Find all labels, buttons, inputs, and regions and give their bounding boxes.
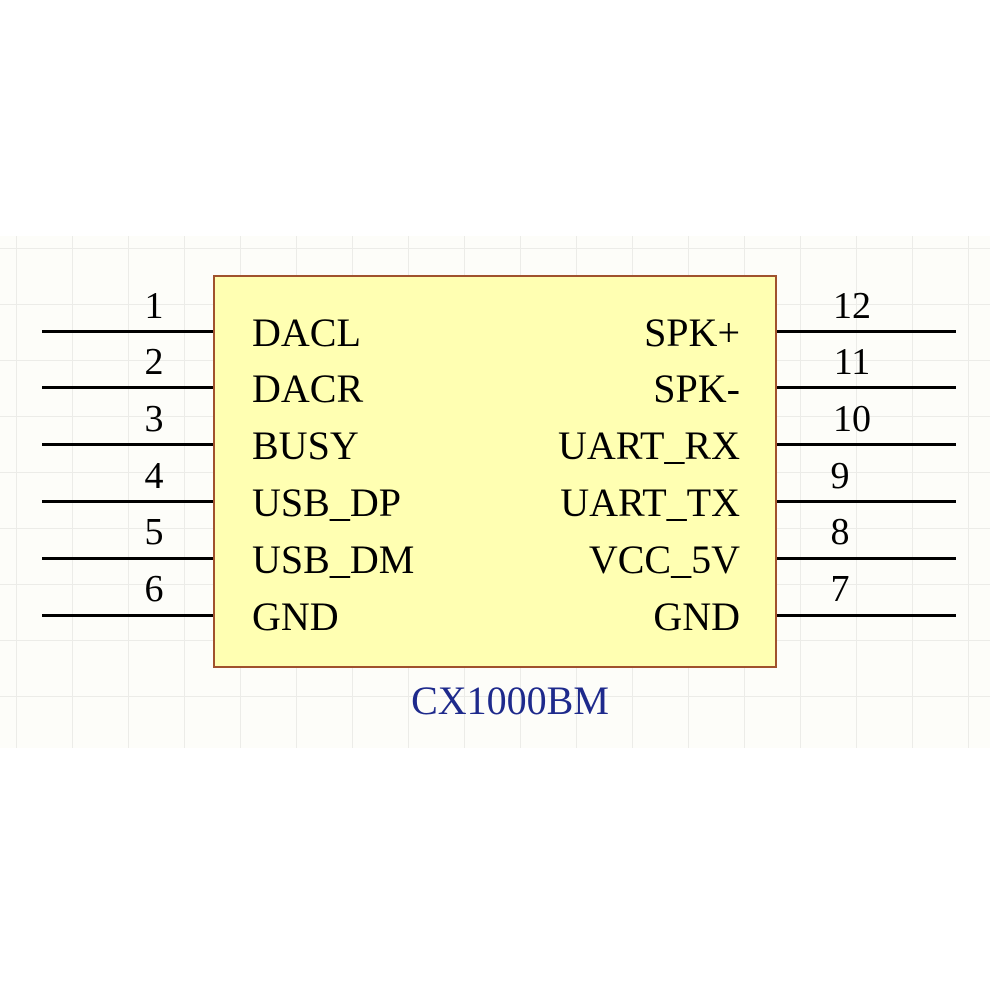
pin-label: VCC_5V — [588, 537, 740, 582]
pin-label: GND — [653, 594, 740, 639]
pin-number: 12 — [833, 285, 871, 327]
pin-5-line[interactable] — [42, 557, 214, 560]
pin-12-line[interactable] — [776, 330, 956, 333]
pin-9-line[interactable] — [776, 500, 956, 503]
pin-11-line[interactable] — [776, 386, 956, 389]
pin-1-line[interactable] — [42, 330, 214, 333]
pin-label: DACR — [252, 366, 364, 411]
pin-label: UART_TX — [560, 480, 740, 525]
pin-label: UART_RX — [557, 423, 740, 468]
part-name-label: CX1000BM — [411, 678, 609, 723]
pin-number: 6 — [144, 568, 164, 610]
pin-4-line[interactable] — [42, 500, 214, 503]
pin-7-line[interactable] — [776, 614, 956, 617]
pin-label: SPK+ — [644, 310, 740, 355]
pin-number: 11 — [833, 341, 871, 383]
pin-label: BUSY — [252, 423, 359, 468]
pin-6-line[interactable] — [42, 614, 214, 617]
pin-number: 4 — [144, 455, 164, 497]
pin-number: 2 — [144, 341, 164, 383]
pin-number: 7 — [830, 568, 850, 610]
pin-label: GND — [252, 594, 339, 639]
pin-number: 5 — [144, 511, 164, 553]
pin-number: 3 — [144, 398, 164, 440]
pin-number: 10 — [833, 398, 871, 440]
pin-label: USB_DM — [252, 537, 415, 582]
pin-label: USB_DP — [252, 480, 401, 525]
pin-2-line[interactable] — [42, 386, 214, 389]
pin-8-line[interactable] — [776, 557, 956, 560]
pin-label: SPK- — [653, 366, 740, 411]
pin-number: 8 — [830, 511, 850, 553]
pin-3-line[interactable] — [42, 443, 214, 446]
component-body[interactable] — [213, 275, 777, 668]
pin-number: 1 — [144, 285, 164, 327]
pin-10-line[interactable] — [776, 443, 956, 446]
pin-number: 9 — [830, 455, 850, 497]
pin-label: DACL — [252, 310, 361, 355]
